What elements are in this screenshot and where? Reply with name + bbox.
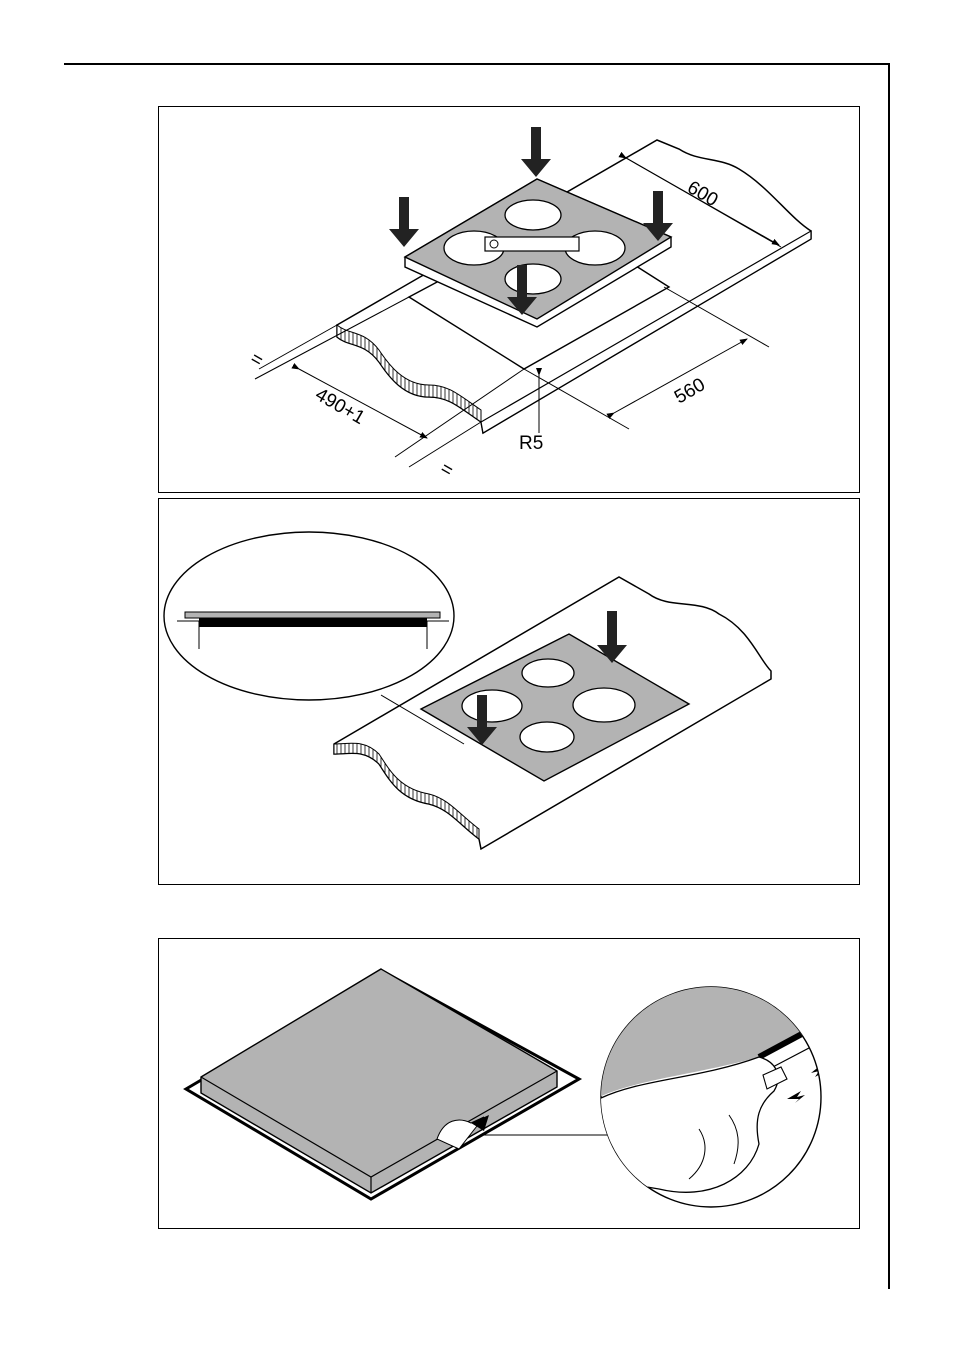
cooking-zone-icon [520,722,574,752]
cooking-zone-icon [505,200,561,230]
cutout-diagram: 600 560 490+1 R5 = = [159,107,859,492]
dimension-depth: 560 [671,374,709,408]
hob-block [201,969,557,1193]
figure-cutout-dimensions: 600 560 490+1 R5 = = [158,106,860,493]
dimension-radius: R5 [519,433,543,454]
figure-seal-fitting [158,938,860,1229]
page-top-rule [64,63,890,65]
seal-diagram [159,499,859,884]
hand-detail-zoom [579,959,849,1207]
cooking-zone-icon [522,659,574,687]
seal-fitting-diagram [159,939,859,1228]
cooking-zone-icon [573,688,635,722]
figure-seal-press [158,498,860,885]
cooking-zone-icon [505,264,561,294]
cooking-zone-icon [462,690,522,722]
page-right-rule [888,63,890,1289]
dimension-equal-bottom: = [437,458,457,482]
dimension-equal-top: = [247,348,267,372]
